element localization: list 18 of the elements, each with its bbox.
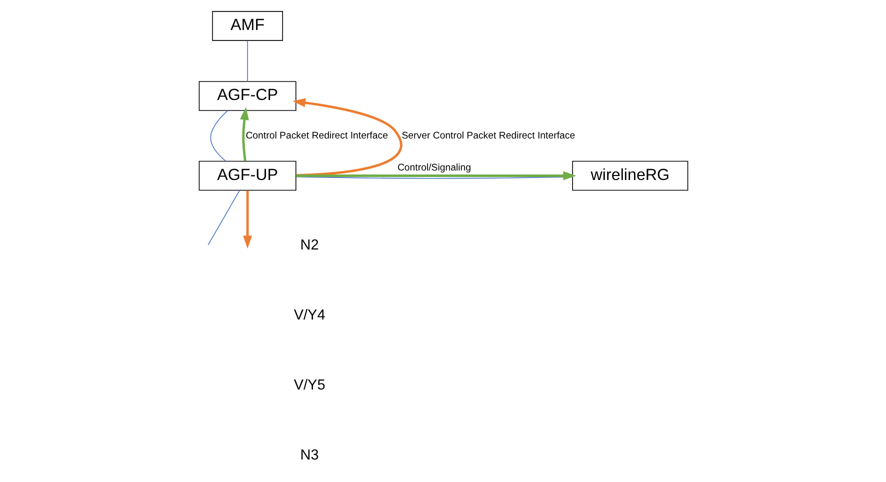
- node-box: AGF-UP: [198, 160, 296, 191]
- arrow: [242, 190, 252, 249]
- node-box: AGF-CP: [198, 81, 296, 111]
- label: N3: [300, 448, 318, 464]
- connector: [207, 190, 240, 246]
- edge-label: Control Packet Redirect Interface: [245, 130, 388, 142]
- label: N2: [300, 237, 318, 254]
- edge-label: Control/Signaling: [396, 162, 471, 174]
- label: V/Y4: [293, 307, 325, 324]
- node-box: wirelineRG: [572, 160, 688, 191]
- label: V/Y5: [293, 378, 325, 394]
- arrow: [292, 98, 402, 177]
- node-box: AMF: [212, 11, 282, 41]
- arrow: [239, 106, 248, 162]
- edge-label: Server Control Packet Redirect Interface: [401, 130, 575, 142]
- connector: [246, 40, 248, 82]
- connector: [210, 110, 228, 162]
- arrow: [296, 171, 576, 180]
